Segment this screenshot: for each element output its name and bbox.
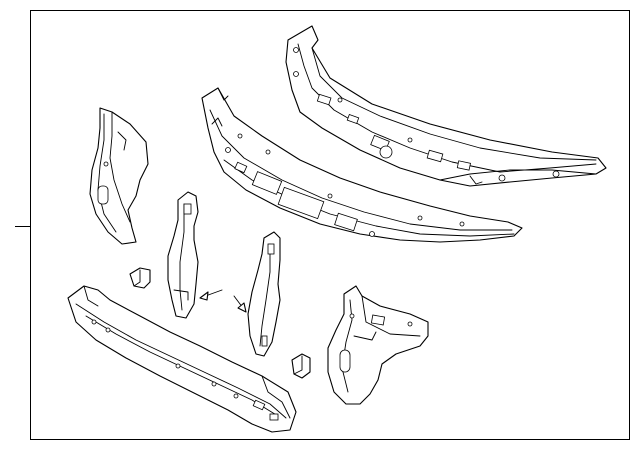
right-center-support [233, 231, 281, 357]
right-side-bracket [327, 285, 429, 405]
left-side-bracket [89, 107, 149, 245]
right-clip [291, 353, 311, 379]
upper-tie-bar-cover [285, 25, 607, 187]
leader-tick [15, 226, 30, 227]
left-center-support [167, 191, 223, 319]
left-clip [129, 267, 151, 289]
upper-tie-bar [201, 87, 523, 243]
lower-tie-bar [67, 285, 297, 433]
